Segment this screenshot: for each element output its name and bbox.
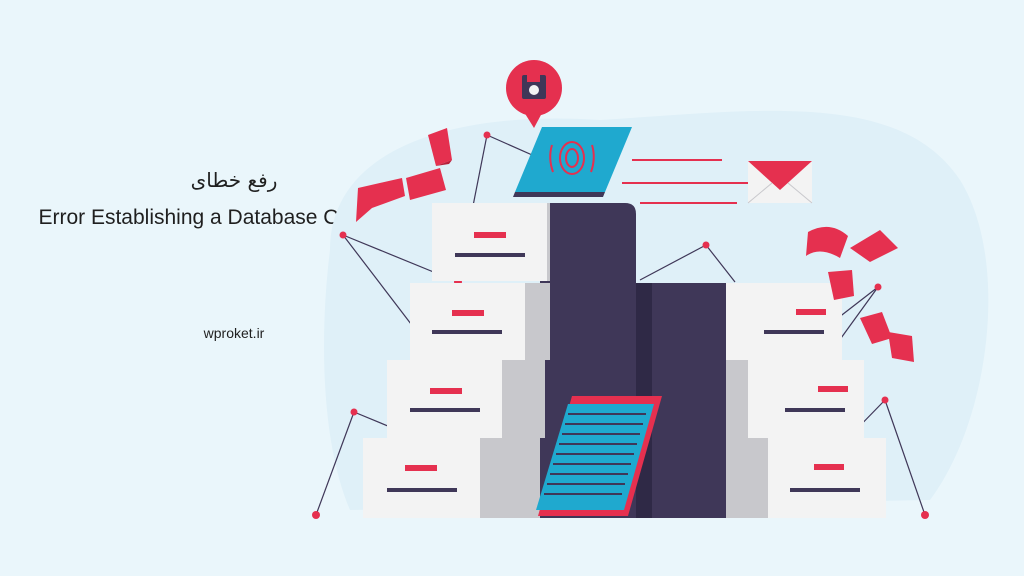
document-icon [536,396,662,516]
flying-papers [356,128,914,362]
cabinet-right-2 [726,360,864,438]
cabinet-right-3 [726,438,886,518]
cabinet-left-1 [432,203,550,281]
fingerprint-icon [549,141,595,175]
title-english: Error Establishing a Database Connection [38,206,430,229]
floppy-disk-bubble [506,60,562,128]
cabinet-left-2 [410,283,550,360]
site-domain: wproket.ir [203,325,265,341]
cabinet-left-3 [387,360,545,438]
floppy-disk-icon [522,75,546,99]
cabinet-left-4 [363,438,540,518]
title-persian: رفع خطای [190,168,278,192]
cabinet-right-1 [726,283,842,360]
fingerprint-screen [513,127,632,197]
envelope-icon [747,161,813,204]
speed-lines [622,159,748,204]
